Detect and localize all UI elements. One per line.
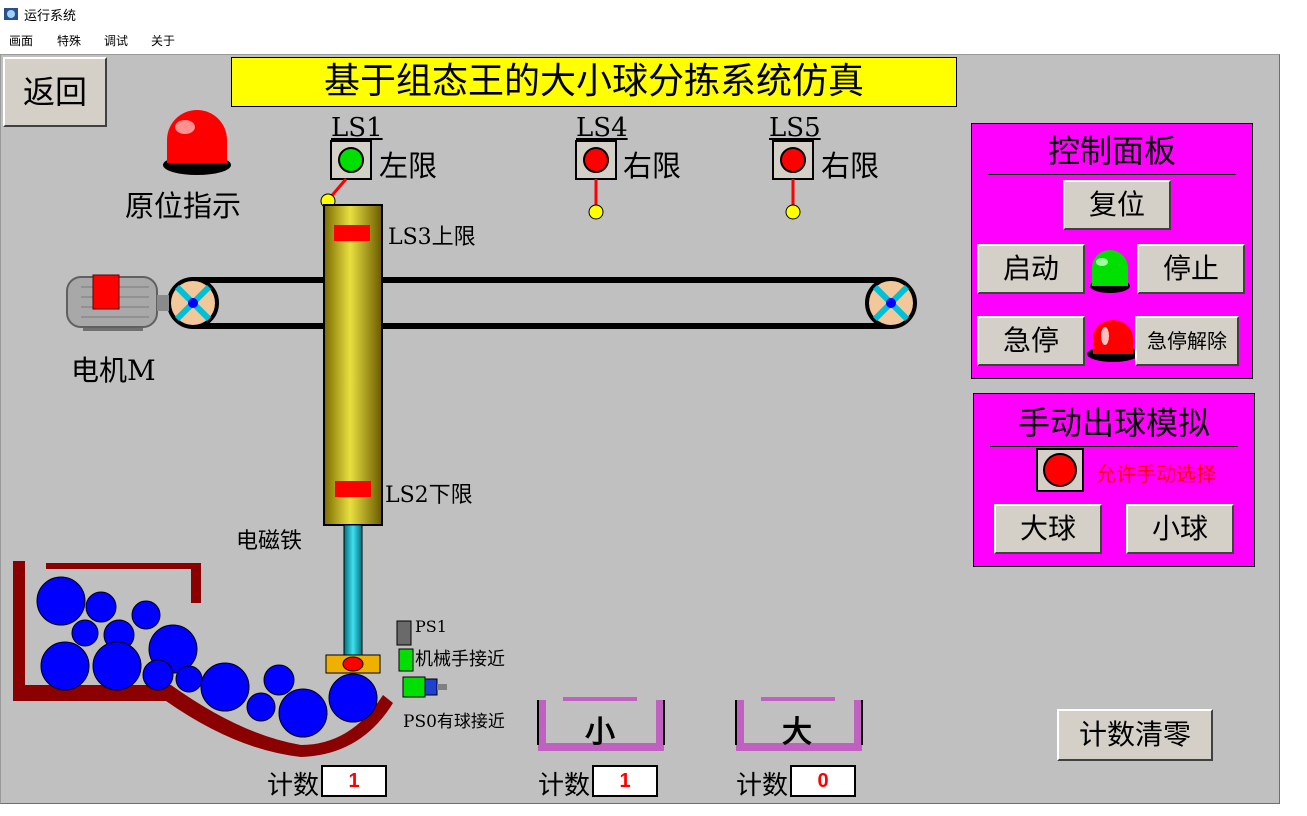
counter-large-value: 0 xyxy=(790,765,856,797)
ps1-sensor-icon xyxy=(396,620,414,672)
small-ball-button[interactable]: 小球 xyxy=(1126,504,1234,554)
balls xyxy=(36,576,378,738)
clear-count-button[interactable]: 计数清零 xyxy=(1057,709,1213,761)
scene-graphics xyxy=(13,110,917,757)
counter-feed-value: 1 xyxy=(321,765,387,797)
stop-button[interactable]: 停止 xyxy=(1137,244,1245,294)
ls4-id: LS4 xyxy=(576,113,628,143)
emergency-stop-button[interactable]: 急停 xyxy=(977,316,1085,366)
home-indicator-light xyxy=(163,110,231,175)
ps0-label: PS0有球接近 xyxy=(403,712,505,732)
menu-item-about[interactable]: 关于 xyxy=(151,34,176,48)
start-button[interactable]: 启动 xyxy=(977,244,1085,294)
counter-large-label: 计数 xyxy=(736,771,789,801)
simulation-canvas: 返回 基于组态王的大小球分拣系统仿真 原位指示 LS1 左限 LS4 右限 LS… xyxy=(0,54,1280,804)
menubar: 画面 特殊 调试 关于 xyxy=(0,28,1307,50)
ps1-id: PS1 xyxy=(415,617,447,636)
ls5-switch xyxy=(772,140,814,220)
manual-ball-panel: 手动出球模拟 允许手动选择 大球 小球 xyxy=(973,393,1255,567)
allow-manual-label: 允许手动选择 xyxy=(1096,462,1216,486)
ls1-switch xyxy=(320,140,372,209)
motor-icon xyxy=(66,274,169,331)
ps0-sensor-icon xyxy=(402,676,447,698)
run-indicator-icon xyxy=(1090,250,1130,293)
ls3-label: LS3上限 xyxy=(388,225,476,250)
emergency-indicator-icon xyxy=(1087,320,1139,362)
back-button[interactable]: 返回 xyxy=(3,57,107,127)
ls5-id: LS5 xyxy=(769,113,821,143)
electromagnet-label: 电磁铁 xyxy=(236,529,303,554)
manual-panel-title: 手动出球模拟 xyxy=(1017,404,1210,442)
ls5-label: 右限 xyxy=(821,149,880,183)
reset-button[interactable]: 复位 xyxy=(1063,180,1171,230)
left-pulley-icon xyxy=(167,277,219,329)
menu-item-screen[interactable]: 画面 xyxy=(9,34,34,48)
home-indicator-label: 原位指示 xyxy=(125,189,242,223)
control-panel: 控制面板 复位 启动 停止 急停 急停解除 xyxy=(971,123,1253,379)
bin-large xyxy=(735,697,863,751)
emergency-release-button[interactable]: 急停解除 xyxy=(1135,316,1239,366)
bin-small xyxy=(537,697,665,751)
control-panel-title: 控制面板 xyxy=(1047,132,1176,170)
bin-large-label: 大 xyxy=(782,715,812,750)
page-title: 基于组态王的大小球分拣系统仿真 xyxy=(231,57,957,107)
lift-cylinder xyxy=(323,204,383,674)
ls4-switch xyxy=(575,140,617,220)
allow-manual-toggle[interactable] xyxy=(1036,448,1086,494)
bin-small-label: 小 xyxy=(585,715,615,750)
counter-small-label: 计数 xyxy=(538,771,591,801)
window-title: 运行系统 xyxy=(24,9,77,24)
ps1-label: 机械手接近 xyxy=(415,649,505,670)
window-titlebar: 运行系统 xyxy=(0,0,1307,28)
menu-item-special[interactable]: 特殊 xyxy=(57,34,82,48)
ls2-label: LS2下限 xyxy=(385,483,473,508)
ls1-id: LS1 xyxy=(331,113,383,143)
big-ball-button[interactable]: 大球 xyxy=(994,504,1102,554)
ls4-label: 右限 xyxy=(623,149,682,183)
app-icon xyxy=(4,8,18,20)
menu-item-debug[interactable]: 调试 xyxy=(104,34,129,48)
right-pulley-icon xyxy=(865,277,917,329)
conveyor-belt xyxy=(167,277,917,329)
counter-feed-label: 计数 xyxy=(267,771,320,801)
divider xyxy=(988,174,1236,175)
counter-small-value: 1 xyxy=(592,765,658,797)
divider xyxy=(990,446,1238,447)
ls1-label: 左限 xyxy=(379,149,438,183)
ball-hopper xyxy=(13,561,393,757)
motor-label: 电机M xyxy=(71,354,156,387)
